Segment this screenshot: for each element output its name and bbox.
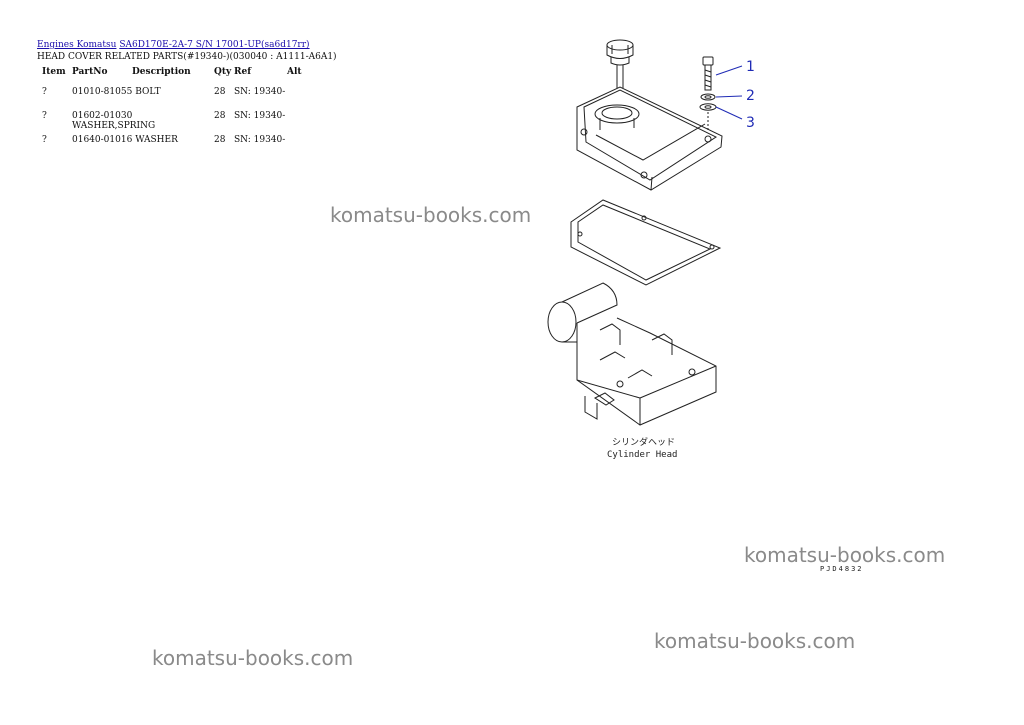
header-partno: PartNo (72, 67, 108, 77)
cell-qty: 28 (214, 135, 226, 145)
cell-ref: SN: 19340- (234, 87, 286, 97)
cell-partno: 01640-01016 (72, 135, 133, 145)
cell-qty: 28 (214, 87, 226, 97)
watermark: komatsu-books.com (330, 203, 532, 227)
header-qty: Qty (214, 67, 232, 77)
header-ref: Ref (234, 67, 252, 77)
cell-part-desc: 01010-81055 BOLT (72, 87, 214, 111)
breadcrumb: Engines Komatsu SA6D170E-2A-7 S/N 17001-… (37, 40, 310, 50)
cell-ref: SN: 19340- (234, 111, 286, 121)
cell-description: WASHER,SPRING (72, 121, 156, 131)
cylinder-head-drawing (547, 282, 717, 426)
cell-ref: SN: 19340- (234, 135, 286, 145)
cell-partno: 01010-81055 (72, 87, 133, 97)
head-cover-drawing (576, 86, 723, 191)
bolt-washer-drawing (699, 56, 717, 130)
cell-item: ? (42, 111, 47, 121)
cell-alt (287, 135, 307, 159)
table-row: ? 01640-01016 WASHER 28 SN: 19340- (37, 135, 307, 159)
cell-item: ? (42, 87, 47, 97)
cell-alt (287, 111, 307, 135)
cell-partno: 01602-01030 (72, 111, 133, 121)
watermark: komatsu-books.com (152, 646, 354, 670)
breather-cap-drawing (606, 39, 634, 88)
watermark: komatsu-books.com (744, 543, 946, 567)
header-alt: Alt (287, 67, 302, 77)
cell-description: WASHER (135, 135, 178, 145)
cell-qty: 28 (214, 111, 226, 121)
exploded-parts-drawing: 1 2 3 シリンダヘッド Cylinder Head PJD4832 (547, 39, 864, 573)
header-item: Item (42, 67, 66, 77)
drawing-code: PJD4832 (820, 565, 864, 573)
cell-alt (287, 87, 307, 111)
cell-item: ? (42, 135, 47, 145)
callout-1: 1 (746, 59, 755, 75)
header-description: Description (132, 67, 191, 77)
callout-leaders (715, 65, 743, 120)
cylinder-head-label-jp: シリンダヘッド (612, 436, 675, 448)
cylinder-head-label-en: Cylinder Head (607, 450, 677, 460)
breadcrumb-link-model[interactable]: SA6D170E-2A-7 S/N 17001-UP(sa6d17rr) (119, 40, 310, 50)
watermark: komatsu-books.com (654, 629, 856, 653)
table-row: ? 01602-01030 WASHER,SPRING 28 SN: 19340… (37, 111, 307, 135)
cell-part-desc: 01640-01016 WASHER (72, 135, 214, 159)
callout-3: 3 (746, 115, 755, 131)
parts-table: Item PartNo Description Qty Ref Alt ? 01… (37, 65, 307, 159)
table-header-row: Item PartNo Description Qty Ref Alt (37, 65, 307, 87)
page-title: HEAD COVER RELATED PARTS(#19340-)(030040… (37, 52, 337, 62)
gasket-drawing (570, 199, 722, 286)
cell-part-desc: 01602-01030 WASHER,SPRING (72, 111, 214, 135)
cell-description: BOLT (135, 87, 161, 97)
callout-2: 2 (746, 88, 755, 104)
table-row: ? 01010-81055 BOLT 28 SN: 19340- (37, 87, 307, 111)
breadcrumb-link-engines[interactable]: Engines Komatsu (37, 40, 117, 50)
